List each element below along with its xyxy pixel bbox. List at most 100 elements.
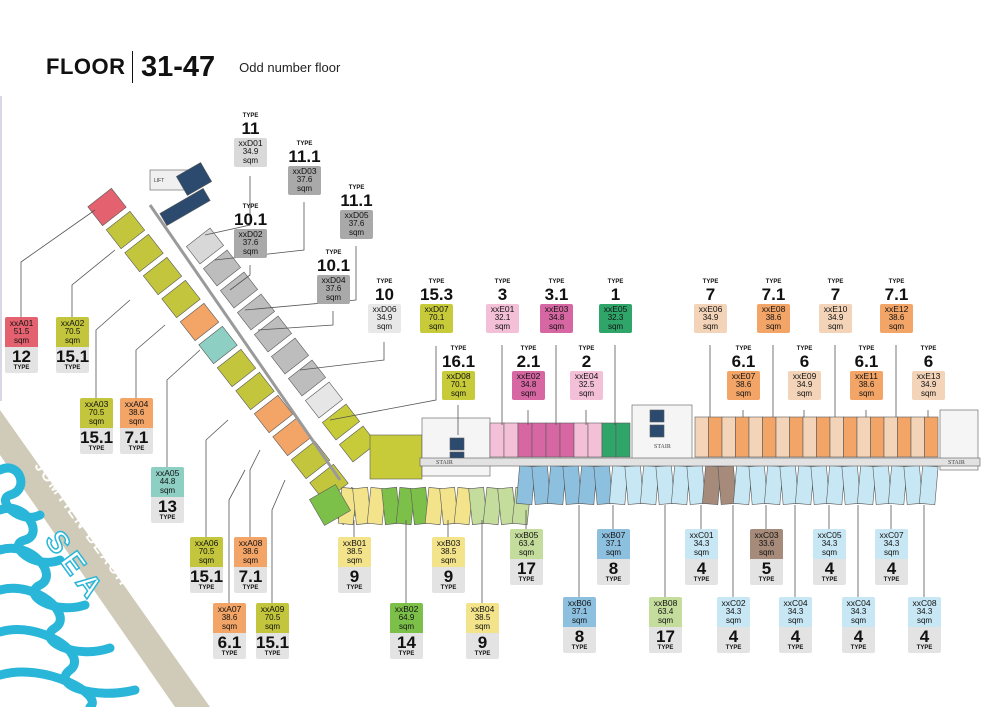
unit-size: 38.6	[221, 613, 238, 622]
type-unit-size: 37.6	[242, 238, 259, 247]
unit-type-label: TYPE	[883, 577, 900, 583]
unit-code: xxB08	[653, 598, 678, 608]
type-area-unit: sqm	[796, 388, 813, 398]
type-area-unit: sqm	[348, 227, 365, 237]
lift-block	[449, 437, 465, 451]
unit-code: xxA04	[124, 399, 149, 409]
unit-type-label: TYPE	[198, 585, 215, 591]
wing-d-unit	[185, 227, 225, 265]
leader-line	[71, 249, 116, 317]
leader-line	[257, 311, 334, 331]
type-label: TYPE	[242, 204, 259, 210]
unit-type-label: TYPE	[128, 446, 145, 452]
wing-d-unit	[253, 315, 293, 353]
type-unit-size: 70.1	[450, 380, 467, 389]
type-unit-code: xxE07	[731, 371, 756, 381]
unit-type-number: 4	[824, 559, 835, 578]
type-label: TYPE	[578, 346, 595, 352]
lobby-unit	[369, 434, 423, 480]
wing-d-unit	[219, 271, 259, 309]
type-area-unit: sqm	[827, 321, 844, 331]
unit-type-label: TYPE	[693, 577, 710, 583]
type-label: TYPE	[765, 279, 782, 285]
type-area-unit: sqm	[765, 321, 782, 331]
stair-label: STAIR	[948, 460, 965, 466]
unit-type-number: 15.1	[256, 633, 289, 652]
unit-area-unit: sqm	[242, 555, 259, 565]
wing-a-unit	[253, 394, 294, 434]
unit-type-label: TYPE	[605, 577, 622, 583]
lift-block	[175, 162, 213, 196]
unit-area-unit: sqm	[128, 416, 145, 426]
type-unit-code: xxE09	[792, 371, 817, 381]
unit-area-unit: sqm	[264, 621, 281, 631]
type-number: 11.1	[340, 191, 373, 210]
type-unit-size: 38.6	[735, 380, 752, 389]
unit-area-unit: sqm	[221, 621, 238, 631]
unit-area-unit: sqm	[821, 547, 838, 557]
type-area-unit: sqm	[242, 246, 259, 256]
unit-type-label: TYPE	[571, 645, 588, 651]
unit-code: xxA02	[60, 318, 85, 328]
unit-area-unit: sqm	[64, 335, 81, 345]
leader-line	[244, 246, 357, 311]
type-unit-code: xxE06	[698, 304, 723, 314]
unit-area-unit: sqm	[159, 485, 176, 495]
unit-code: xxA07	[217, 604, 242, 614]
type-area-unit: sqm	[296, 183, 313, 193]
floor-label: FLOOR	[46, 54, 126, 79]
type-label: TYPE	[428, 279, 445, 285]
unit-size: 34.3	[850, 607, 867, 616]
unit-size: 34.3	[883, 539, 900, 548]
unit-type-number: 4	[886, 559, 897, 578]
type-unit-size: 37.6	[296, 175, 313, 184]
wing-e-unit	[924, 416, 939, 458]
unit-size: 51.5	[13, 327, 30, 336]
wing-d-unit	[236, 293, 276, 331]
type-area-unit: sqm	[494, 321, 511, 331]
unit-code: xxA06	[194, 538, 219, 548]
type-area-unit: sqm	[376, 321, 393, 331]
type-unit-size: 70.1	[428, 313, 445, 322]
type-label: TYPE	[735, 346, 752, 352]
type-unit-code: xxE12	[884, 304, 909, 314]
unit-area-unit: sqm	[693, 547, 710, 557]
unit-type-label: TYPE	[725, 645, 742, 651]
type-number: 7	[705, 285, 716, 304]
type-number: 11.1	[288, 147, 321, 166]
type-number: 2.1	[516, 352, 541, 371]
type-unit-size: 34.9	[827, 313, 844, 322]
wing-a-unit	[105, 210, 146, 250]
unit-area-unit: sqm	[758, 547, 775, 557]
wing-e-unit	[615, 422, 631, 458]
type-unit-code: xxD06	[372, 304, 397, 314]
type-unit-size: 34.9	[242, 147, 259, 156]
